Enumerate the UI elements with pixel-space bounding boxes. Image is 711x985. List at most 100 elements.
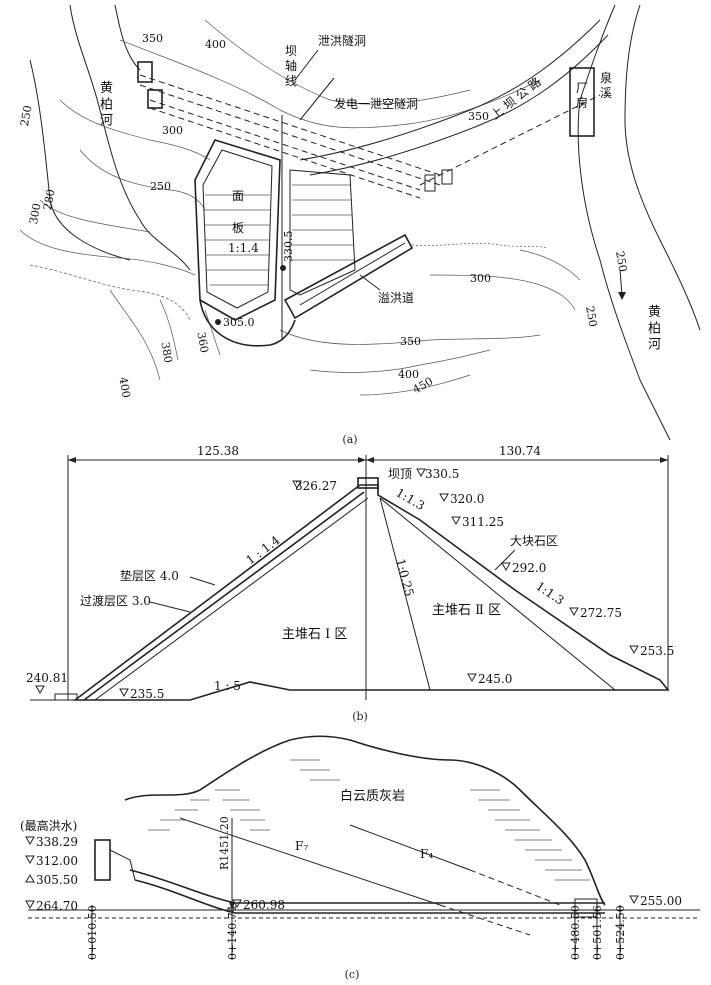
elev-marker	[416, 468, 426, 478]
elev-330: 330.5	[425, 467, 459, 481]
flow-arrow	[619, 269, 623, 296]
elev-240: 240.81	[26, 671, 68, 685]
main-rock-1-label: 主堆石 I 区	[282, 627, 347, 642]
leader-power-tunnel	[299, 77, 335, 121]
river-bank-right-1	[577, 4, 671, 441]
power-tunnel-label: 发电一泄空隧洞	[334, 96, 418, 111]
leader-spillway-tunnel	[294, 49, 319, 81]
contour-label: 300	[470, 272, 491, 285]
spillway-tunnel-label: 泄洪隧洞	[318, 33, 366, 48]
station-label: 0+524.50	[614, 905, 627, 960]
river-label-right: 黄柏河	[648, 305, 661, 353]
contour-400-bottom	[109, 289, 161, 381]
station-label: 0+010.50	[86, 905, 99, 960]
contour-label: 400	[205, 38, 226, 51]
elev-292: 292.0	[512, 561, 546, 575]
fault-f4	[349, 824, 471, 871]
dam-downstream-area	[289, 169, 356, 296]
road-edge-1	[299, 19, 601, 161]
crest-marker	[280, 265, 286, 271]
elev-marker	[25, 900, 35, 910]
tunnel-intake-1	[137, 61, 153, 83]
tunnel-profile: 白云质灰岩 (最高洪水) 338.29 312.00 305.50 264.70…	[20, 735, 700, 981]
elev-marker	[25, 873, 35, 883]
rock-hatch	[148, 759, 590, 881]
spillway-label: 溢洪道	[378, 291, 414, 305]
fault-f4-label: F₄	[420, 847, 433, 861]
elev-253: 253.5	[640, 644, 674, 658]
contour-300-left	[59, 99, 211, 161]
dim-arrow	[68, 457, 76, 463]
upstream-slope: 1 : 1.4	[243, 533, 282, 568]
face-slab-label-1: 面	[232, 189, 244, 203]
dim-left: 125.38	[197, 444, 239, 458]
river-bank-top	[114, 4, 141, 71]
rock-outcrop	[29, 264, 191, 321]
dam-axis-label: 坝轴线	[285, 44, 297, 88]
contour-label: 250	[613, 250, 629, 273]
spillway-centerline	[299, 242, 406, 306]
spillway-tunnel-line-2	[139, 84, 441, 186]
contour-label: 350	[400, 335, 421, 348]
toe-plinth	[54, 693, 78, 701]
core-boundary	[379, 497, 431, 691]
contour-label: 300	[162, 124, 183, 137]
power-tunnel-line-1	[149, 99, 421, 191]
tunnel-outlet-2	[441, 169, 453, 185]
elev-marker	[467, 673, 477, 683]
dam-upstream-face	[194, 139, 281, 321]
tunnel-intake-2	[147, 89, 163, 109]
cushion-zone-label: 垫层区 4.0	[120, 568, 179, 583]
tunnel-outlet-1	[424, 174, 436, 192]
leader-spillway	[359, 274, 381, 291]
leader-bigrock	[494, 549, 516, 571]
fault-f4-extension	[469, 869, 561, 906]
powerhouse-building	[569, 67, 595, 137]
contour-label: 400	[116, 376, 132, 399]
caption-a: (a)	[342, 433, 357, 446]
river-bank-right-2	[624, 4, 701, 331]
powerhouse-label: 厂房	[576, 81, 588, 110]
elev-255: 255.00	[640, 894, 682, 908]
contour-360	[204, 309, 221, 356]
toe-marker	[215, 319, 221, 325]
dim-arrow	[358, 457, 366, 463]
face-slab-hatch	[205, 194, 270, 286]
elev-marker	[451, 516, 461, 526]
downstream-slope-bottom: 1:1.3	[533, 579, 566, 608]
plan-view: 350 400 250 300 250 300 280 350 300 250 …	[18, 4, 701, 446]
radius-label: R1451.20	[218, 816, 231, 870]
elev-marker	[629, 895, 639, 905]
river-bank-left-1	[69, 4, 191, 271]
elev-326: 326.27	[295, 479, 337, 493]
contour-380	[159, 299, 179, 361]
elev-312: 312.00	[36, 854, 78, 868]
contour-250-right	[519, 249, 581, 281]
contour-label: 350	[142, 32, 163, 45]
leader-cushion	[189, 576, 216, 586]
elev-marker	[232, 899, 242, 909]
station-label: 0+140.74	[226, 905, 239, 960]
contour-350-bottom	[279, 329, 541, 345]
elev-235: 235.5	[130, 687, 164, 701]
flood-label: (最高洪水)	[20, 818, 77, 833]
station-label: 0+501.56	[591, 905, 604, 960]
contour-300-right	[429, 274, 576, 311]
creek-label: 泉溪	[600, 71, 612, 100]
spillway-tunnel-line-1	[139, 74, 441, 176]
leader-transition	[149, 601, 191, 613]
contour-label: 250	[150, 180, 171, 193]
crest-wall	[357, 477, 379, 489]
downstream-slope-top: 1:1.3	[394, 485, 428, 513]
contour-label: 250	[18, 104, 34, 127]
elev-305: 305.50	[36, 873, 78, 887]
contour-label: 250	[583, 305, 599, 328]
main-rock-2-label: 主堆石 Ⅱ 区	[432, 603, 501, 618]
dim-arrow	[366, 457, 374, 463]
dam-toe-outline	[199, 299, 296, 347]
downstream-hatch	[292, 184, 354, 261]
intake-transition	[109, 849, 136, 881]
core-slope: 1:0.25	[393, 557, 416, 598]
